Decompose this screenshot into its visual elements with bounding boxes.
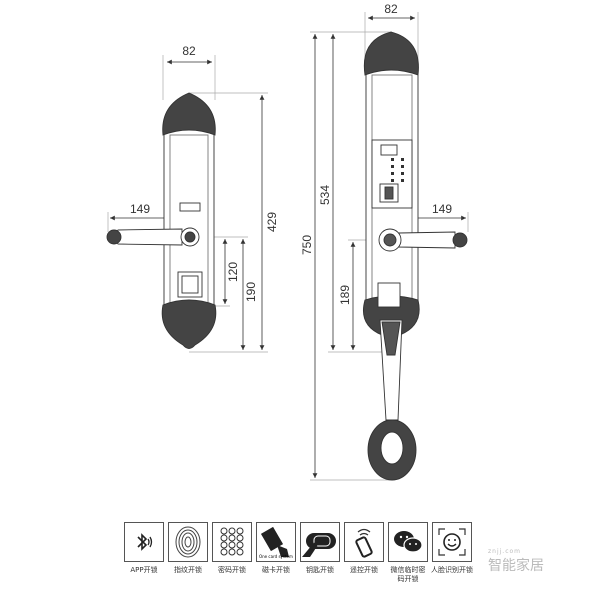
right-width-dim: 82 — [384, 2, 398, 16]
feature-app-unlock: APP开锁 — [124, 522, 164, 575]
feature-label: APP开锁 — [130, 566, 158, 574]
wechat-icon — [394, 531, 423, 553]
feature-icon-box — [212, 522, 252, 562]
display-screen — [380, 144, 398, 156]
feature-password-unlock: 密码开锁 — [212, 522, 252, 575]
left-lock — [106, 92, 217, 349]
left-bottom-ornament — [161, 299, 217, 349]
feature-key-unlock: 钥匙开锁 — [300, 522, 340, 575]
right-square-panel — [377, 282, 401, 308]
left-lever-handle — [114, 228, 183, 246]
feature-face-unlock: 人脸识别开锁 — [431, 522, 473, 575]
feature-label: 磁卡开锁 — [262, 566, 290, 574]
feature-wechat-unlock: 微信临时密码开锁 — [388, 522, 428, 584]
right-189-dim: 189 — [338, 285, 352, 305]
watermark: znjj.com 智能家居 — [488, 548, 544, 575]
bluetooth-icon — [137, 533, 153, 551]
right-handle-dim: 149 — [432, 202, 452, 216]
feature-icon-box — [432, 522, 472, 562]
watermark-text: 智能家居 — [488, 558, 544, 574]
feature-label: 指纹开锁 — [174, 566, 202, 574]
feature-icon-box — [168, 522, 208, 562]
feature-label: 微信临时密码开锁 — [390, 566, 426, 583]
feature-label: 遥控开锁 — [350, 566, 378, 574]
feature-icon-box: One card system — [256, 522, 296, 562]
feature-label: 人脸识别开锁 — [431, 566, 473, 574]
left-height-dim: 429 — [265, 212, 279, 232]
feature-label: 钥匙开锁 — [306, 566, 334, 574]
feature-icon-box — [388, 522, 428, 562]
card-icon — [260, 526, 289, 557]
keypad-icon — [220, 527, 244, 556]
remote-phone-icon — [355, 528, 373, 558]
key-icon — [302, 533, 336, 557]
left-width-dim: 82 — [182, 44, 196, 58]
left-handle-dim: 149 — [130, 202, 150, 216]
feature-icon-box — [124, 522, 164, 562]
keypad-buttons — [391, 158, 404, 182]
watermark-subtext: znjj.com — [488, 548, 522, 555]
feature-card-unlock: One card system 磁卡开锁 — [256, 522, 296, 575]
right-lever-handle — [398, 231, 456, 249]
feature-fingerprint-unlock: 指纹开锁 — [168, 522, 208, 575]
feature-icon-box — [344, 522, 384, 562]
feature-icon-box — [300, 522, 340, 562]
dimension-lines — [110, 15, 466, 478]
left-190-dim: 190 — [244, 282, 258, 302]
left-120-dim: 120 — [226, 262, 240, 282]
feature-remote-unlock: 遥控开锁 — [344, 522, 384, 575]
right-top-ornament — [363, 31, 419, 76]
face-icon — [438, 528, 466, 556]
fingerprint-icon — [175, 526, 201, 558]
right-750-dim: 750 — [300, 235, 314, 255]
right-lock — [362, 31, 468, 481]
right-534-dim: 534 — [318, 185, 332, 205]
feature-label: 密码开锁 — [218, 566, 246, 574]
left-top-ornament — [162, 92, 216, 136]
card-caption: One card system — [259, 554, 293, 559]
